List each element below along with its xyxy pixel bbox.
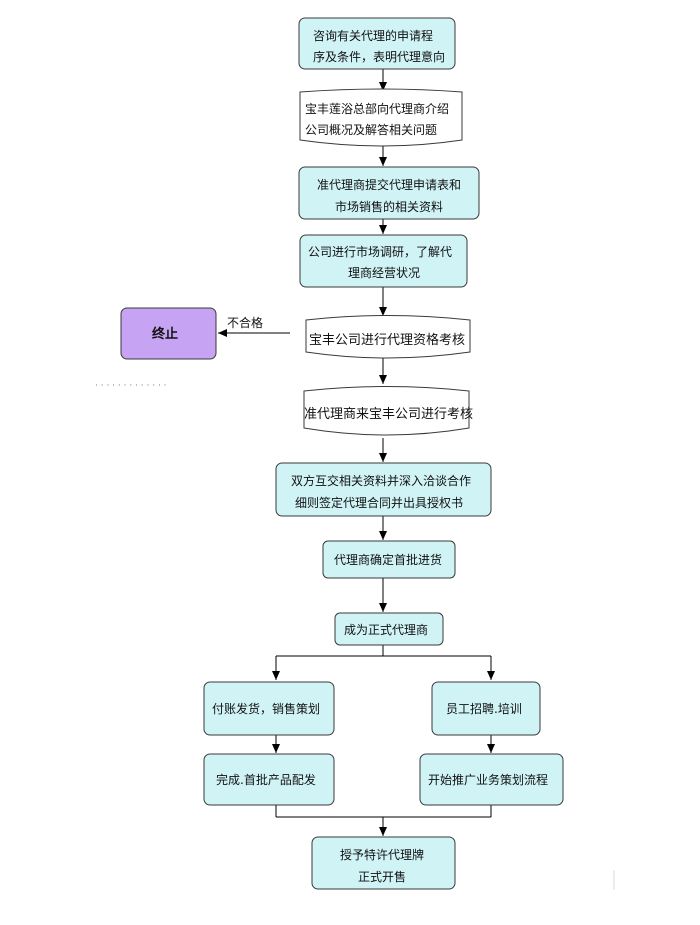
- step-staff-training: 员工招聘.培训: [431, 681, 541, 736]
- step-text-line: 咨询有关代理的申请程: [313, 28, 433, 43]
- step-text-line: 公司进行市场调研，了解代: [308, 244, 452, 259]
- step-text-line: 宝丰莲浴总部向代理商介绍: [305, 101, 449, 116]
- step-text-line: 代理商确定首批进货: [334, 552, 442, 567]
- step-market-research: 公司进行市场调研，了解代 理商经营状况: [299, 234, 468, 288]
- connectors: [218, 69, 495, 836]
- step-text-line: 准代理商来宝丰公司进行考核: [304, 407, 473, 422]
- step-text-line: 双方互交相关资料并深入洽谈合作: [291, 473, 471, 488]
- step-submit-application: 准代理商提交代理申请表和 市场销售的相关资料: [298, 166, 480, 220]
- reject-label: 不合格: [227, 315, 263, 330]
- step-text-line: 细则签定代理合同并出具授权书: [295, 495, 463, 510]
- step-qualification-review: 宝丰公司进行代理资格考核: [305, 315, 471, 359]
- step-text-line: 正式开售: [358, 869, 406, 884]
- step-official-agent: 成为正式代理商: [334, 612, 444, 646]
- step-text-line: 序及条件，表明代理意向: [313, 49, 445, 64]
- step-text-line: 市场销售的相关资料: [335, 199, 443, 214]
- terminate-box: 终止: [120, 307, 217, 360]
- step-first-order: 代理商确定首批进货: [322, 540, 456, 579]
- step-text-line: 员工招聘.培训: [446, 701, 522, 716]
- step-sign-contract: 双方互交相关资料并深入洽谈合作 细则签定代理合同并出具授权书: [275, 462, 492, 517]
- step-text-line: 准代理商提交代理申请表和: [317, 177, 461, 192]
- terminate-label: 终止: [152, 326, 178, 342]
- step-first-delivery: 完成.首批产品配发: [203, 753, 335, 806]
- step-text-line: 完成.首批产品配发: [216, 772, 316, 787]
- step-visit-review: 准代理商来宝丰公司进行考核: [303, 386, 473, 436]
- step-hq-introduce: 宝丰莲浴总部向代理商介绍 公司概况及解答相关问题: [299, 88, 463, 147]
- step-text-line: 公司概况及解答相关问题: [305, 122, 437, 137]
- step-text-line: 授予特许代理牌: [340, 847, 424, 862]
- dotted-mark: · · · · · · · · · · · · ·: [95, 381, 167, 391]
- step-text-line: 宝丰公司进行代理资格考核: [309, 332, 465, 348]
- step-consult-procedure: 咨询有关代理的申请程 序及条件，表明代理意向: [298, 17, 456, 70]
- step-promotion-planning: 开始推广业务策划流程: [419, 753, 564, 806]
- step-text-line: 成为正式代理商: [344, 622, 428, 637]
- step-text-line: 理商经营状况: [348, 265, 420, 280]
- step-text-line: 付账发货，销售策划: [212, 701, 320, 716]
- step-payment-shipping: 付账发货，销售策划: [203, 681, 335, 736]
- step-text-line: 开始推广业务策划流程: [428, 772, 548, 787]
- step-grant-license: 授予特许代理牌 正式开售: [311, 836, 456, 890]
